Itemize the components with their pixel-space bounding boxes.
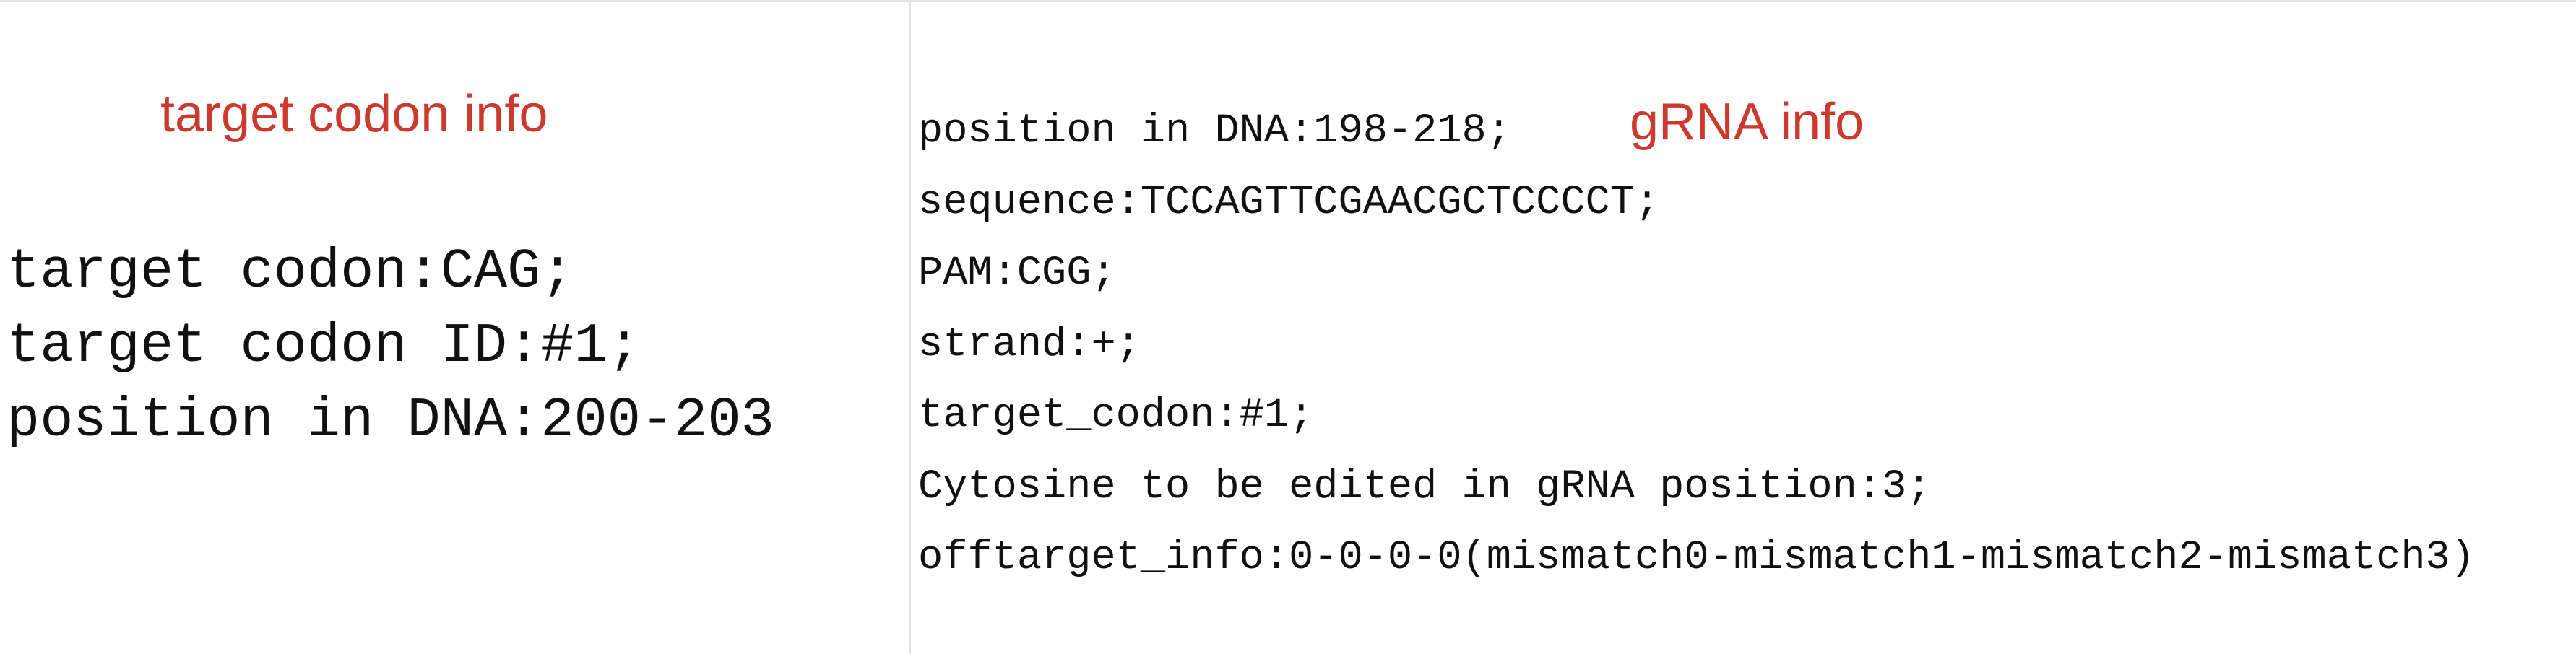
target-codon-id: target codon ID:#1; [7,315,641,378]
grna-edit-position: Cytosine to be edited in gRNA position:3… [918,463,1932,510]
grna-offtarget-info: offtarget_info:0-0-0-0(mismatch0-mismatc… [918,535,2475,581]
target-codon-value: target codon:CAG; [7,241,574,304]
top-divider [0,0,2576,2]
grna-target-codon: target_codon:#1; [918,393,1314,439]
grna-position: position in DNA:198-218; [918,108,1511,154]
grna-details: position in DNA:198-218; sequence:TCCAGT… [918,96,2475,594]
grna-heading: gRNA info [1630,93,1864,151]
grna-sequence: sequence:TCCAGTTCGAACGCTCCCCT; [918,179,1660,226]
target-codon-details: target codon:CAG; target codon ID:#1; po… [7,235,774,458]
column-divider [909,2,911,654]
target-codon-heading: target codon info [160,85,548,143]
target-codon-position: position in DNA:200-203 [7,390,774,453]
grna-pam: PAM:CGG; [918,250,1116,297]
grna-strand: strand:+; [918,321,1141,368]
